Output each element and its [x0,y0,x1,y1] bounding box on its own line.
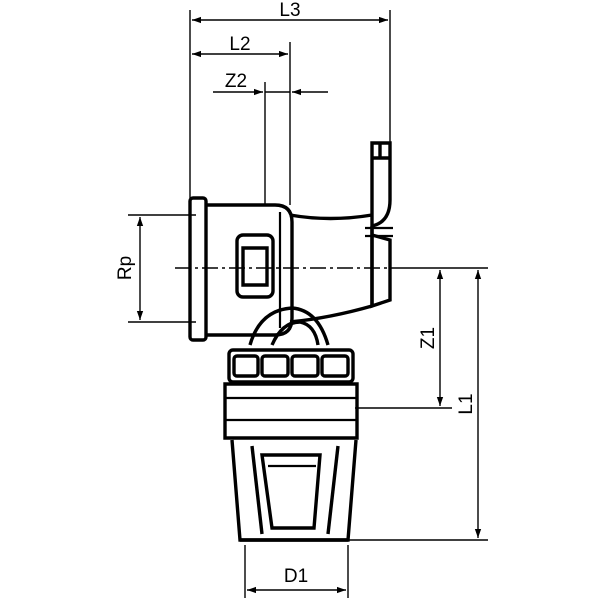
dimension-label-l3: L3 [279,0,300,21]
dimension-label-z2: Z2 [225,71,247,92]
fitting-neck [248,306,330,346]
dimension-z2: Z2 [213,71,328,96]
dimension-label-z1: Z1 [418,327,439,349]
threaded-body [188,196,294,342]
dimension-z1: Z1 [418,270,444,406]
dimension-l3: L3 [192,0,388,24]
dimension-rp: Rp [115,217,144,320]
lower-coupling [230,439,358,542]
press-collar [227,348,355,384]
dimension-l1: L1 [456,270,482,538]
dimension-label-l2: L2 [229,34,250,55]
dimension-label-rp: Rp [115,256,136,280]
dimension-label-d1: D1 [284,566,308,587]
dimension-label-l1: L1 [456,393,477,414]
dimension-d1: D1 [247,566,346,594]
dimension-l2: L2 [192,34,288,58]
press-sleeve [223,382,359,440]
extension-lines [128,10,488,598]
wall-plate [365,141,393,309]
